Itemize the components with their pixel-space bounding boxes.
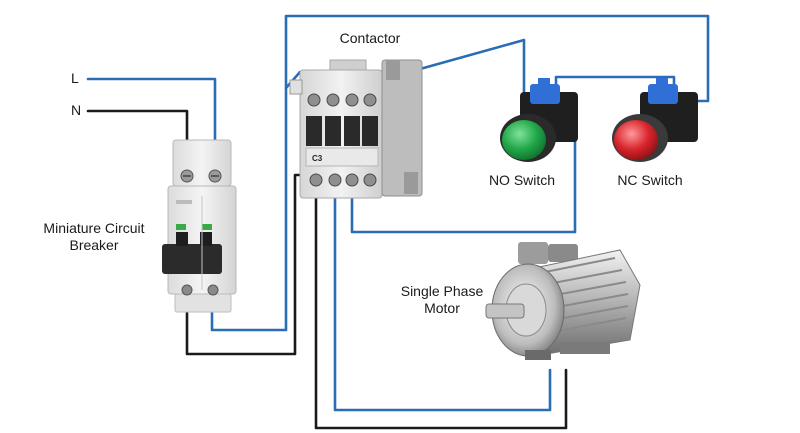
- no-switch-device[interactable]: [500, 78, 578, 162]
- no-switch-button[interactable]: [502, 120, 546, 160]
- label-no-switch: NO Switch: [488, 172, 556, 188]
- contactor-bottom-terminals: [309, 173, 377, 187]
- label-neutral: N: [71, 102, 82, 118]
- motor-device: [485, 242, 641, 360]
- label-mcb-line2: Breaker: [69, 237, 119, 253]
- mcb-toggle[interactable]: [162, 244, 222, 274]
- mcb-terminal-bottom-left: [181, 284, 193, 296]
- mcb-terminal-bottom-right: [207, 284, 219, 296]
- label-mcb-line1: Miniature Circuit: [43, 220, 145, 236]
- nc-switch-device[interactable]: [612, 78, 698, 162]
- label-motor-line2: Motor: [424, 300, 460, 316]
- wire-neutral-input: [86, 109, 189, 178]
- wire-contactor-to-motor-line: [333, 184, 552, 412]
- label-mcb: Miniature Circuit Breaker: [30, 220, 158, 254]
- contactor-side-tab: [289, 79, 303, 95]
- label-nc-switch: NC Switch: [617, 172, 683, 188]
- label-contactor: Contactor: [339, 30, 401, 46]
- svg-text:C3: C3: [312, 154, 323, 163]
- label-motor: Single Phase Motor: [380, 283, 504, 317]
- wire-line-to-contactor: [210, 14, 710, 332]
- nc-switch-button[interactable]: [614, 120, 658, 160]
- label-motor-line1: Single Phase: [400, 283, 484, 299]
- wire-contactor-to-motor-neutral: [314, 184, 568, 430]
- contactor-top-terminals: [307, 93, 377, 107]
- mcb-device: [162, 139, 237, 313]
- label-line: L: [71, 70, 79, 86]
- contactor-device: C3: [299, 59, 423, 199]
